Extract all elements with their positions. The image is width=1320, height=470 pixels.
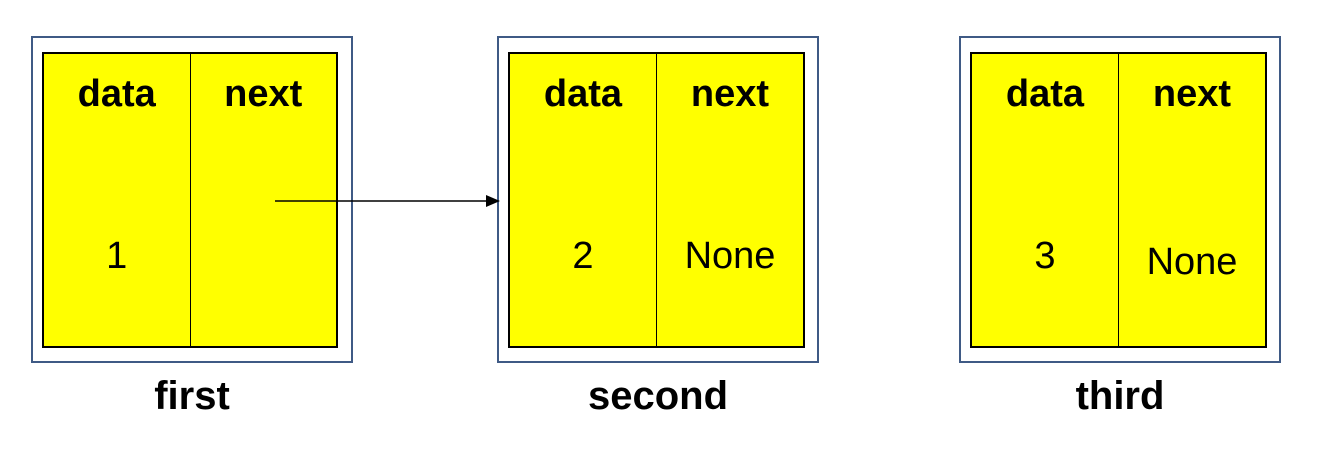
next-value: None bbox=[1146, 241, 1238, 283]
next-header: next bbox=[690, 73, 770, 115]
node-third-next-cell: next None bbox=[1118, 54, 1265, 346]
node-label-second: second bbox=[587, 374, 729, 418]
node-second-data-cell: data 2 bbox=[510, 54, 656, 346]
node-second-next-cell: next None bbox=[656, 54, 803, 346]
data-header: data bbox=[543, 73, 623, 115]
link-arrow-head bbox=[486, 195, 500, 207]
data-value: 3 bbox=[1034, 235, 1056, 277]
data-value: 2 bbox=[572, 235, 594, 277]
next-header: next bbox=[1152, 73, 1232, 115]
data-header: data bbox=[77, 73, 156, 115]
node-first-data-cell: data 1 bbox=[44, 54, 190, 346]
next-header: next bbox=[224, 73, 303, 115]
data-header: data bbox=[1005, 73, 1085, 115]
node-second-cells: data 2 next None bbox=[508, 52, 805, 348]
data-value: 1 bbox=[106, 235, 128, 277]
node-first-next-cell: next bbox=[189, 54, 337, 346]
node-label-first: first bbox=[154, 374, 230, 418]
next-value: None bbox=[684, 235, 776, 277]
node-first-cells: data 1 next bbox=[42, 52, 338, 348]
node-label-third: third bbox=[1075, 374, 1165, 418]
node-third-data-cell: data 3 bbox=[972, 54, 1118, 346]
node-third-cells: data 3 next None bbox=[970, 52, 1267, 348]
